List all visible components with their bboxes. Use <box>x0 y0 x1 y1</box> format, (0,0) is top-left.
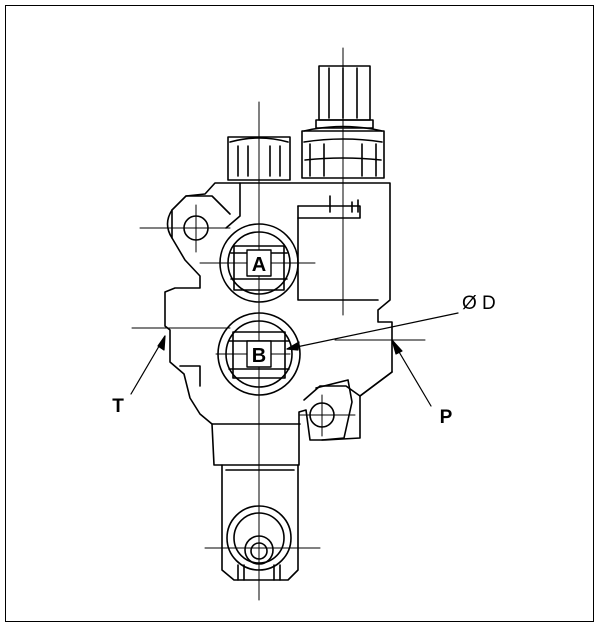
diameter-label: Ø D <box>462 293 496 314</box>
port-a-label-box: A <box>246 249 272 277</box>
port-p-label: P <box>440 407 453 428</box>
top-adjuster <box>301 65 385 179</box>
valve-body <box>164 182 393 466</box>
port-b-label: B <box>252 345 266 367</box>
bottom-spool-housing <box>221 464 299 581</box>
leader-lines <box>130 312 459 407</box>
port-b-label-box: B <box>246 340 272 368</box>
drawing-frame <box>5 5 594 622</box>
port-a-label: A <box>252 254 266 276</box>
port-t-label: T <box>112 396 124 417</box>
